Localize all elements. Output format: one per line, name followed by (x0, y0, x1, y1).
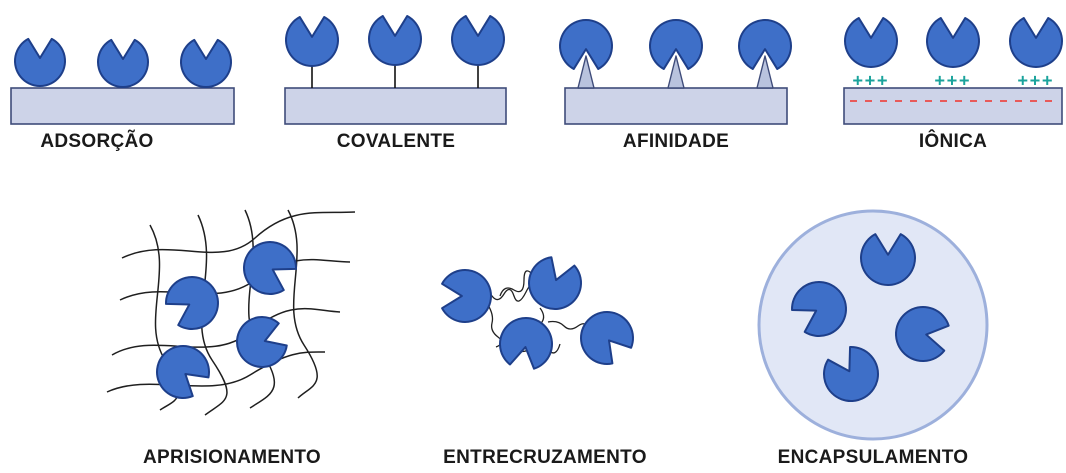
positive-charge-signs: +++ (935, 71, 972, 91)
pacman-enzyme-icon (649, 19, 703, 70)
label-entrapment: APRISIONAMENTO (142, 447, 322, 468)
pacman-enzyme-icon (156, 345, 210, 399)
pacman-enzyme-icon (165, 276, 219, 330)
entrapment-mesh-fiber (244, 209, 276, 409)
panel-entrapment (106, 209, 356, 416)
panel-covalent (284, 15, 507, 125)
pacman-enzyme-icon (860, 233, 916, 286)
capsule-membrane (757, 209, 989, 441)
pacman-enzyme-icon (243, 241, 297, 295)
panel-adsorption (10, 37, 235, 125)
panel-encapsulation (757, 209, 989, 441)
affinity-cone-ligand (667, 55, 685, 89)
panel-affinity (559, 19, 792, 125)
entrapment-mesh-fiber (149, 224, 179, 411)
pacman-enzyme-icon (441, 269, 492, 323)
label-ionic: IÔNICA (918, 131, 988, 152)
label-covalent: COVALENTE (336, 131, 456, 152)
pacman-enzyme-icon (559, 19, 613, 70)
pacman-enzyme-icon (499, 317, 553, 370)
panel-crosslinking (441, 256, 634, 370)
pacman-enzyme-icon (895, 306, 950, 362)
pacman-enzyme-icon (791, 281, 847, 337)
pacman-enzyme-icon (580, 311, 634, 365)
affinity-cone-ligand (577, 55, 595, 89)
positive-charge-signs: +++ (1018, 71, 1055, 91)
solid-support-bar (843, 87, 1063, 125)
pacman-enzyme-icon (844, 17, 898, 68)
pacman-enzyme-icon (451, 15, 505, 66)
pacman-enzyme-icon (14, 37, 66, 87)
affinity-cone-ligand (756, 55, 774, 89)
pacman-enzyme-icon (236, 316, 288, 368)
pacman-enzyme-icon (823, 346, 879, 402)
entrapment-mesh-fiber (121, 211, 356, 259)
pacman-enzyme-icon (97, 38, 149, 88)
pacman-enzyme-icon (180, 38, 232, 88)
crosslink-chain (499, 270, 535, 297)
label-affinity: AFINIDADE (622, 131, 730, 152)
entrapment-mesh-fiber (197, 214, 228, 416)
panel-ionic: +++ +++ +++ (843, 17, 1063, 125)
pacman-enzyme-icon (1009, 17, 1063, 68)
solid-support-bar (564, 87, 788, 125)
solid-support-bar (10, 87, 235, 125)
entrapment-mesh-fiber (287, 209, 318, 399)
entrapment-mesh-fiber (106, 351, 326, 393)
label-crosslinking: ENTRECRUZAMENTO (443, 447, 647, 468)
pacman-enzyme-icon (285, 16, 339, 67)
label-adsorption: ADSORÇÃO (40, 131, 154, 152)
solid-support-bar (284, 87, 507, 125)
pacman-enzyme-icon (528, 256, 582, 310)
positive-charge-signs: +++ (853, 71, 890, 91)
pacman-enzyme-icon (368, 15, 422, 66)
label-encapsulation: ENCAPSULAMENTO (777, 447, 969, 468)
entrapment-mesh-fiber (119, 258, 351, 301)
pacman-enzyme-icon (738, 19, 792, 70)
pacman-enzyme-icon (926, 17, 980, 68)
